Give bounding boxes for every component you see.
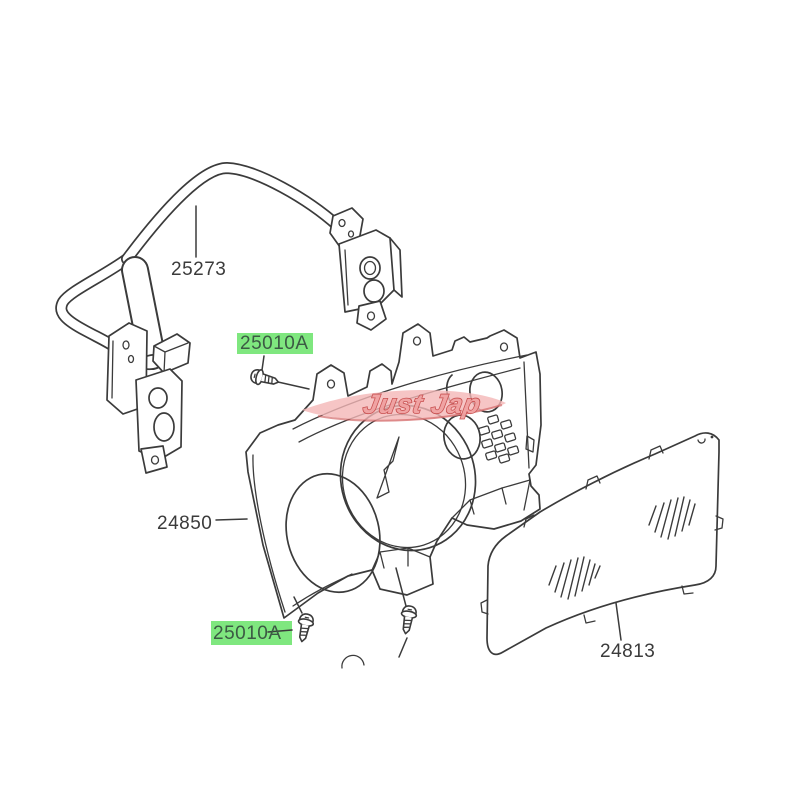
warning-light-grid	[478, 414, 520, 464]
leader-screw-bottom-right	[395, 567, 407, 607]
cropped-callout-circle	[341, 654, 365, 669]
harness-25273-drawing	[55, 161, 403, 474]
part-label-25010A-top[interactable]: 25010A	[240, 333, 309, 354]
screw-icon	[397, 604, 419, 636]
harness-right-switch	[329, 207, 403, 331]
leader-screw-bottom-left	[293, 596, 303, 614]
gauge-opening-secondary	[285, 472, 381, 594]
part-labels: 25273 24850 24813 25010A 25010A	[157, 259, 655, 662]
harness-connector	[152, 333, 191, 374]
switch-button-top	[359, 256, 381, 280]
part-label-24850: 24850	[157, 513, 212, 534]
watermark: Just Jap	[302, 387, 506, 422]
part-label-24813: 24813	[600, 641, 655, 662]
screw-icon	[248, 366, 282, 391]
leader-24850	[215, 518, 248, 521]
leader-screw-top	[261, 355, 265, 371]
watermark-swoosh	[302, 390, 506, 421]
tab-hole	[326, 379, 336, 389]
gauge-needle	[376, 436, 400, 499]
screw-icon	[293, 611, 316, 644]
lens-24813-drawing	[480, 432, 724, 656]
switch-button-round	[148, 387, 168, 409]
harness-left-switch	[106, 322, 183, 474]
lens-hatch-left	[548, 556, 601, 600]
fasteners	[195, 205, 622, 669]
lens-hatch-right	[648, 496, 696, 540]
lens-tab	[648, 445, 664, 460]
switch-button-oval	[153, 412, 175, 442]
part-label-25273: 25273	[171, 259, 226, 280]
part-label-25010A-bottom[interactable]: 25010A	[213, 623, 282, 644]
highlight-box-bottom	[211, 621, 292, 645]
watermark-text: Just Jap	[361, 388, 484, 419]
leader-24813	[615, 602, 622, 641]
leader-screw-bottom-label	[267, 629, 293, 633]
highlight-box-top	[237, 333, 313, 354]
